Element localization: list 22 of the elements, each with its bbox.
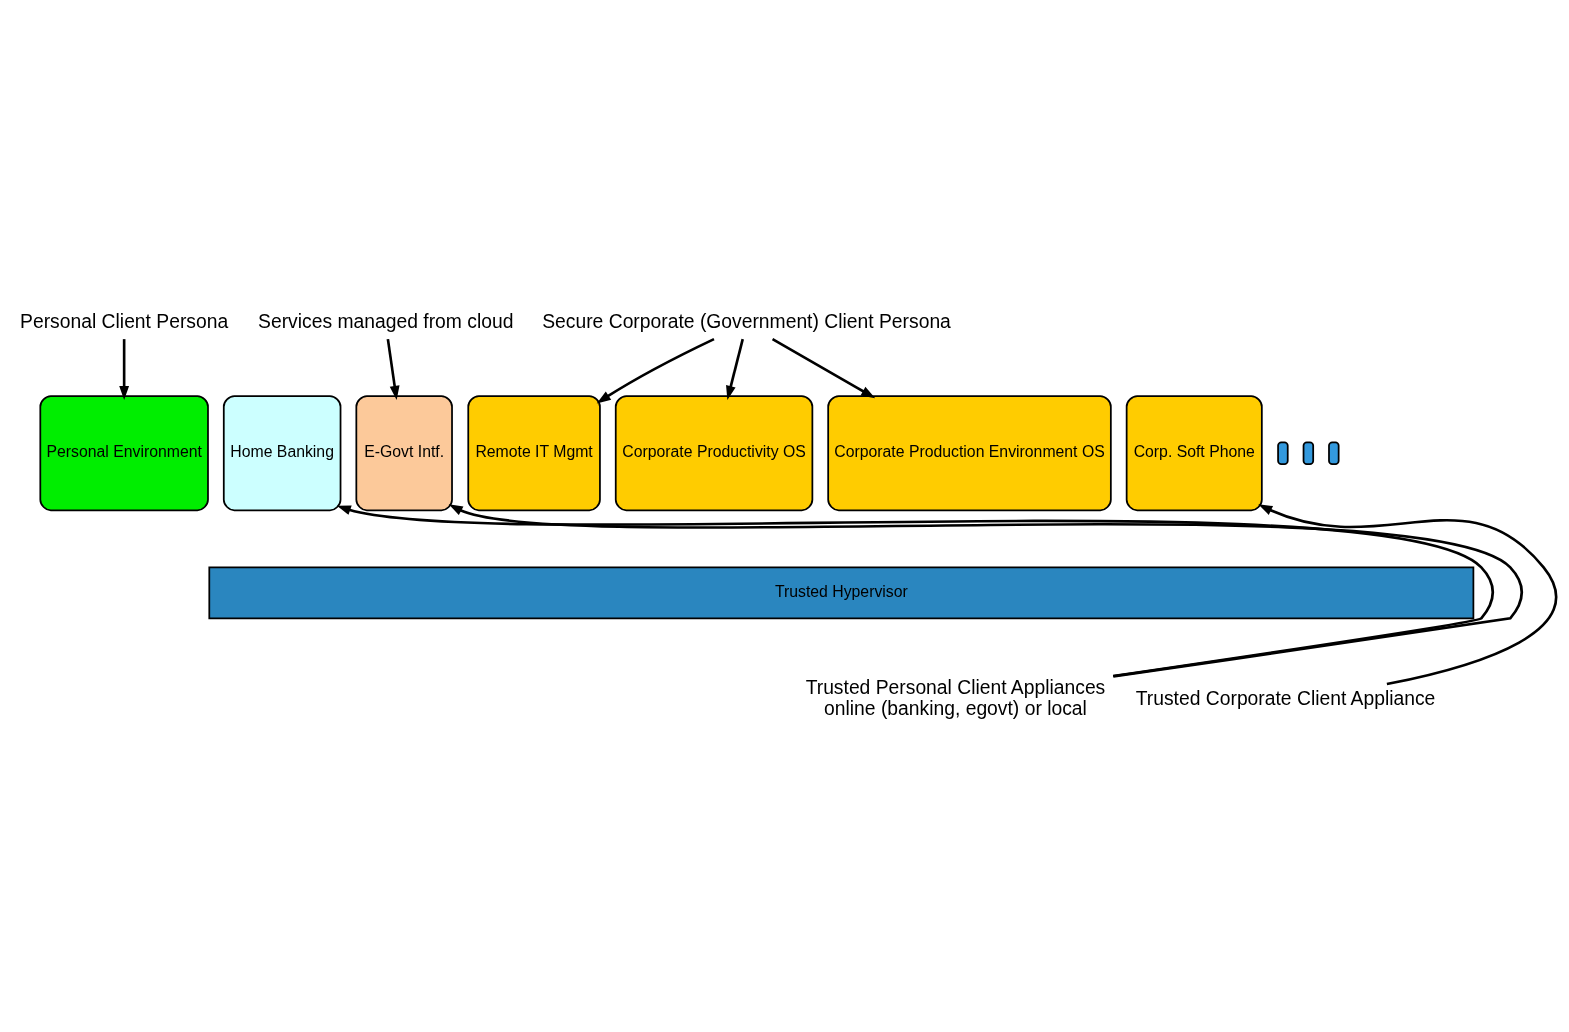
node-box: E-Govt Intf. [355, 395, 453, 512]
node-box: Trusted Hypervisor [208, 566, 1475, 620]
node-box: Remote IT Mgmt [467, 395, 601, 512]
arrow [1258, 504, 1558, 686]
node-box: Home Banking [222, 395, 342, 512]
arrow [771, 338, 876, 399]
node-bar [1277, 441, 1289, 466]
node-text: Trusted Corporate Client Appliance [1135, 687, 1436, 709]
node-box: Corp. Soft Phone [1125, 395, 1263, 512]
arrow [726, 338, 745, 400]
node-box: Corporate Production Environment OS [827, 395, 1112, 512]
node-bar [1302, 441, 1315, 466]
node-box: Corporate Productivity OS [614, 395, 814, 512]
arrow [119, 339, 130, 400]
node-box: Personal Environment [39, 395, 209, 512]
node-text: Trusted Personal Client Appliances online (banking, egovt) or local [805, 677, 1106, 720]
arrow [386, 338, 400, 400]
node-bar [1328, 441, 1340, 466]
node-text: Personal Client Persona [20, 311, 229, 333]
node-text: Secure Corporate (Government) Client Persona [542, 311, 951, 333]
node-text: Services managed from cloud [258, 311, 514, 333]
arrow [596, 337, 715, 404]
